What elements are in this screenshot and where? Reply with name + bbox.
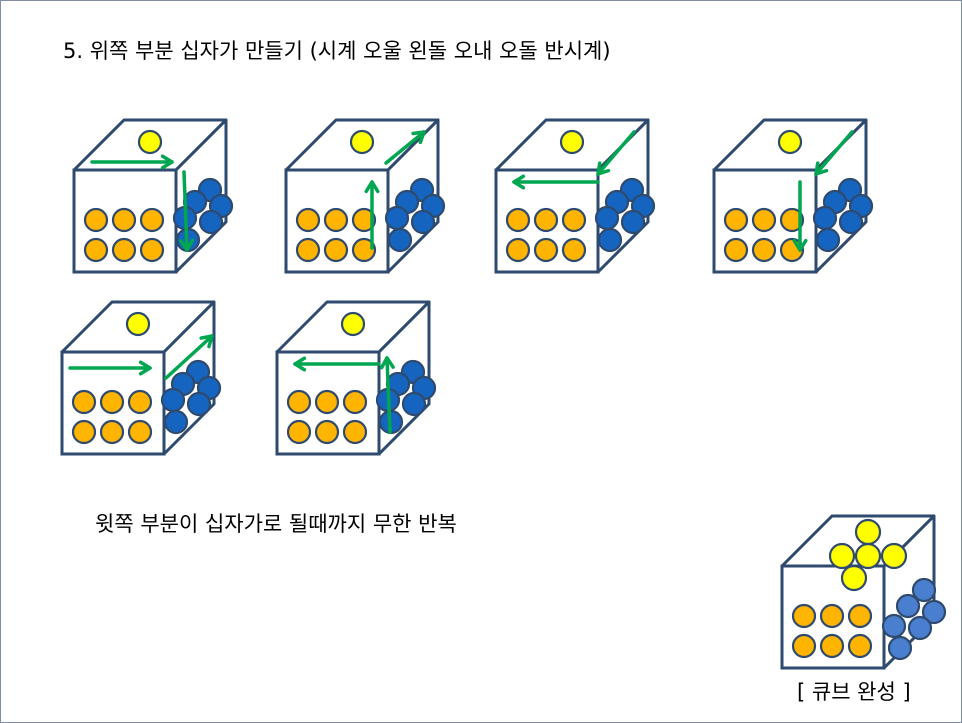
front-dot xyxy=(847,603,873,629)
side-dot xyxy=(198,209,224,235)
front-dot xyxy=(314,419,340,445)
cube-step-6 xyxy=(275,300,437,456)
front-dot xyxy=(342,389,368,415)
front-dot xyxy=(819,633,845,659)
front-dot xyxy=(286,419,312,445)
top-dot xyxy=(854,518,882,546)
side-dot xyxy=(911,577,937,603)
front-dot xyxy=(286,389,312,415)
side-dot xyxy=(384,205,410,231)
top-left-arrow xyxy=(293,356,381,372)
top-dot xyxy=(340,311,366,337)
side-dot xyxy=(887,635,913,661)
front-dot xyxy=(561,237,587,263)
side-dot xyxy=(594,205,620,231)
front-dot xyxy=(99,389,125,415)
side-dot xyxy=(907,615,933,641)
front-dot xyxy=(127,389,153,415)
side-dot xyxy=(410,209,436,235)
front-dot xyxy=(791,633,817,659)
front-dot xyxy=(314,389,340,415)
front-dot xyxy=(779,207,805,233)
front-dot xyxy=(295,207,321,233)
cube-step-1 xyxy=(72,118,234,274)
side-dot xyxy=(812,205,838,231)
cube-step-2 xyxy=(284,118,446,274)
top-dot xyxy=(777,129,803,155)
front-dot xyxy=(71,389,97,415)
front-dot xyxy=(295,237,321,263)
cube-completed xyxy=(780,514,947,670)
side-dot xyxy=(163,409,189,435)
top-diagonal-up-arrow xyxy=(384,130,426,165)
side-down-arrow xyxy=(179,170,195,252)
top-dot xyxy=(854,542,882,570)
top-dot xyxy=(349,129,375,155)
front-dot xyxy=(323,237,349,263)
front-dot xyxy=(323,207,349,233)
top-dot xyxy=(828,542,856,570)
top-dot xyxy=(840,564,868,592)
front-dot xyxy=(723,207,749,233)
side-dot xyxy=(620,209,646,235)
top-dot xyxy=(559,129,585,155)
side-dot xyxy=(597,227,623,253)
front-dot xyxy=(505,237,531,263)
front-up-arrow xyxy=(364,180,380,250)
front-dot xyxy=(533,207,559,233)
top-diagonal-down-arrow xyxy=(596,130,636,176)
step-title: 5. 위쪽 부분 십자가 만들기 (시계 오울 왼돌 오내 오돌 반시계) xyxy=(63,39,611,63)
front-right-arrow xyxy=(68,360,152,376)
front-dot xyxy=(139,237,165,263)
front-dot xyxy=(111,237,137,263)
completed-label: [ 큐브 완성 ] xyxy=(797,680,911,704)
front-dot xyxy=(127,419,153,445)
side-up-arrow xyxy=(379,356,395,434)
cube-step-4 xyxy=(712,118,874,274)
front-dot xyxy=(83,207,109,233)
front-dot xyxy=(791,603,817,629)
front-dot xyxy=(561,207,587,233)
cube-step-3 xyxy=(494,118,656,274)
side-dot xyxy=(838,209,864,235)
side-dot xyxy=(921,599,947,625)
side-dot xyxy=(815,227,841,253)
side-dot xyxy=(186,391,212,417)
top-diagonal-down-arrow xyxy=(814,130,854,176)
top-left-arrow xyxy=(512,174,600,190)
side-dot xyxy=(881,613,907,639)
side-dot xyxy=(387,227,413,253)
front-dot xyxy=(71,419,97,445)
front-dot xyxy=(751,207,777,233)
side-dot xyxy=(401,391,427,417)
front-dot xyxy=(751,237,777,263)
side-dot xyxy=(895,593,921,619)
front-dot xyxy=(99,419,125,445)
repeat-caption: 윗쪽 부분이 십자가로 될때까지 무한 반복 xyxy=(95,512,457,536)
front-down-arrow xyxy=(792,180,808,252)
front-dot xyxy=(819,603,845,629)
top-dot xyxy=(137,129,163,155)
front-dot xyxy=(533,237,559,263)
top-dot xyxy=(125,311,151,337)
front-dot xyxy=(83,237,109,263)
front-dot xyxy=(505,207,531,233)
side-dot xyxy=(160,387,186,413)
top-dot xyxy=(880,542,908,570)
front-dot xyxy=(342,419,368,445)
side-diagonal-up-arrow xyxy=(164,334,214,380)
front-dot xyxy=(351,207,377,233)
front-dot xyxy=(139,207,165,233)
front-dot xyxy=(351,237,377,263)
cube-step-5 xyxy=(60,300,222,456)
front-dot xyxy=(111,207,137,233)
front-dot xyxy=(847,633,873,659)
top-right-arrow xyxy=(90,154,174,170)
front-dot xyxy=(723,237,749,263)
